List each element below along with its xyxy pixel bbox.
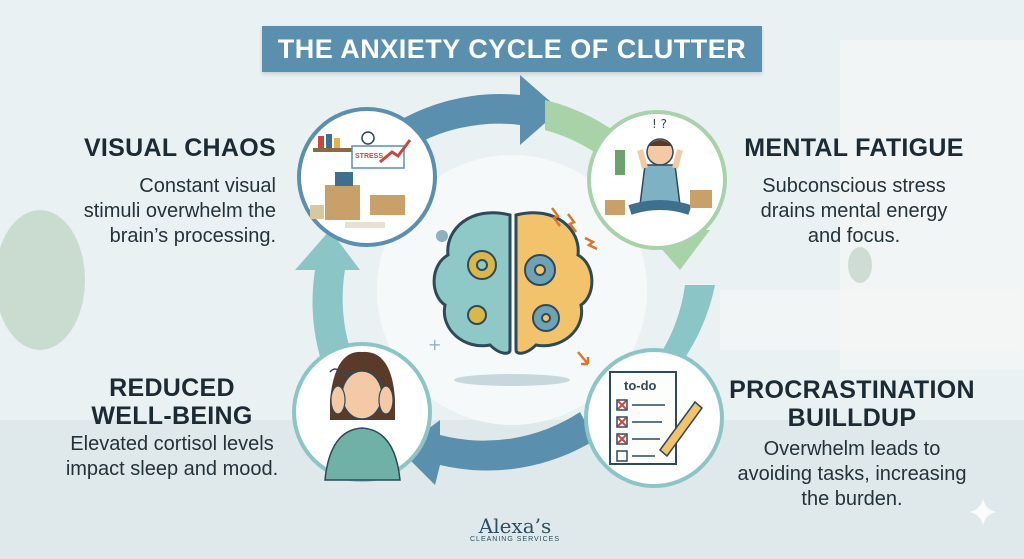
procrastination-heading: PROCRASTINATION BUILLDUP (729, 376, 975, 432)
svg-text:! ?: ! ? (652, 117, 667, 131)
logo-subtitle: CLEANING SERVICES (470, 536, 561, 543)
todo-checklist-illustration: to-do (584, 348, 724, 488)
stressed-person-illustration: ! ? (587, 110, 727, 250)
clutter-room-illustration: STRESS (297, 107, 437, 247)
center-disc (377, 155, 647, 425)
sparkle-icon (969, 498, 997, 526)
reduced-wellbeing-description: Elevated cortisol levels impact sleep an… (65, 433, 279, 480)
svg-text:+: + (428, 335, 441, 354)
todo-title: to-do (624, 378, 657, 393)
mental-fatigue-heading: MENTAL FATIGUE (744, 134, 964, 162)
reduced-wellbeing-heading: REDUCED WELL-BEING (91, 374, 253, 430)
anxious-woman-illustration (292, 342, 432, 482)
visual-chaos-heading: VISUAL CHAOS (83, 134, 276, 162)
brain-gears-icon: + (428, 207, 598, 386)
arrow-bottom (400, 412, 595, 485)
procrastination-description: Overwhelm leads to avoiding tasks, incre… (737, 438, 967, 510)
mental-fatigue-description: Subconscious stress drains mental energy… (760, 175, 948, 247)
logo-name: Alexa’s (478, 514, 552, 538)
stress-sign: STRESS (355, 153, 383, 160)
visual-chaos-description: Constant visual stimuli overwhelm the br… (83, 175, 276, 247)
alexas-logo: Alexa’s CLEANING SERVICES (470, 516, 560, 543)
page-title: THE ANXIETY CYCLE OF CLUTTER (262, 26, 762, 72)
